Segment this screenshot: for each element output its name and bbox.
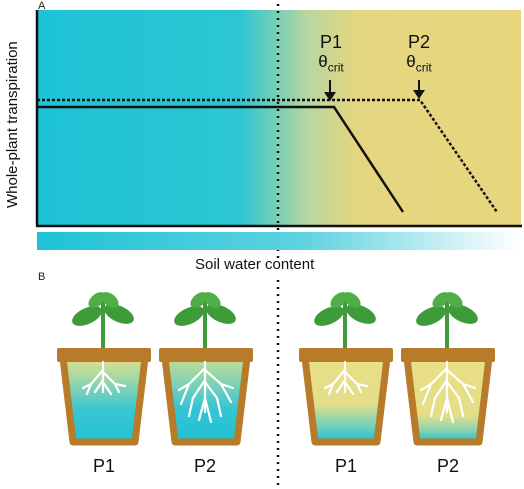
- pot-label-right-p1: P1: [334, 456, 358, 476]
- panel-b-letter: B: [38, 271, 46, 283]
- x-axis-label: Soil water content: [195, 256, 315, 273]
- p1-threshold-plant: P1: [319, 32, 343, 52]
- plant-left-p2: [174, 292, 236, 350]
- panel-a-letter: A: [38, 0, 46, 12]
- p2-threshold-label: P2 θcrit: [396, 32, 442, 74]
- plant-right-p2: [416, 292, 478, 350]
- pot-label-right-p2: P2: [436, 456, 460, 476]
- p1-theta-crit-arrow: [324, 80, 336, 101]
- plant-right-p1: [314, 292, 376, 350]
- transpiration-chart: [35, 4, 522, 258]
- p2-theta-subscript: crit: [415, 60, 432, 75]
- p2-theta-symbol: θ: [406, 52, 416, 71]
- p1-theta-subscript: crit: [327, 60, 344, 75]
- p1-theta-symbol: θ: [318, 52, 328, 71]
- pot-right-p1: [299, 292, 393, 446]
- p2-transpiration-curve: [37, 98, 499, 213]
- pot-left-p2: [159, 292, 253, 446]
- pot-label-left-p1: P1: [92, 456, 116, 476]
- pot-right-p2: [401, 292, 495, 446]
- p2-theta-crit-arrow: [413, 80, 425, 99]
- plant-left-p1: [72, 292, 134, 350]
- pot-left-p1: [57, 292, 151, 446]
- pot-label-left-p2: P2: [193, 456, 217, 476]
- pots-illustration: [57, 280, 495, 489]
- p2-threshold-plant: P2: [407, 32, 431, 52]
- p1-threshold-label: P1 θcrit: [308, 32, 354, 74]
- p1-transpiration-curve: [37, 105, 405, 213]
- soil-water-gradient-bar: [37, 232, 521, 250]
